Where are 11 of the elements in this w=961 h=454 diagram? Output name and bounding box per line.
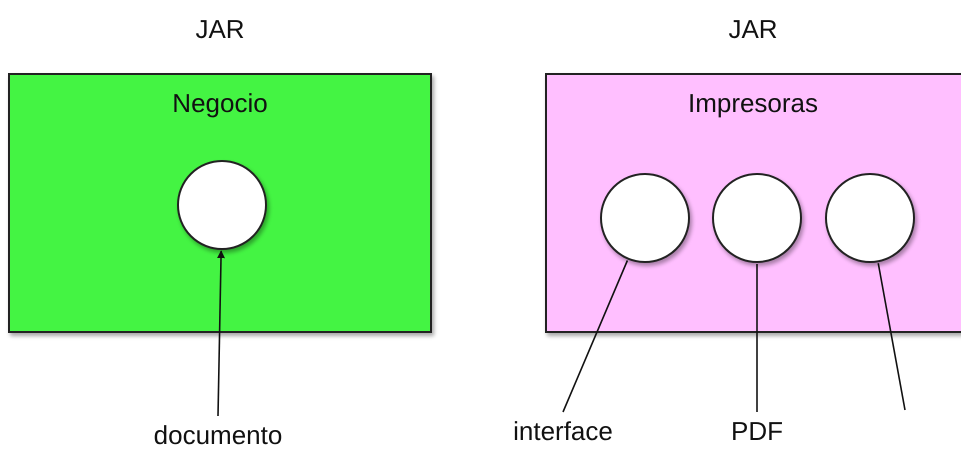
component-label: documento bbox=[154, 420, 282, 450]
box-title: Negocio bbox=[172, 88, 268, 118]
component-label: PDF bbox=[731, 416, 783, 446]
leader-line bbox=[756, 264, 758, 412]
leader-line bbox=[562, 260, 628, 412]
package-label: JAR bbox=[195, 14, 245, 44]
arrow bbox=[217, 250, 225, 416]
leader-line bbox=[877, 263, 906, 410]
box-title: Impresoras bbox=[688, 88, 818, 118]
component-label: interface bbox=[513, 416, 613, 446]
package-label: JAR bbox=[728, 14, 778, 44]
